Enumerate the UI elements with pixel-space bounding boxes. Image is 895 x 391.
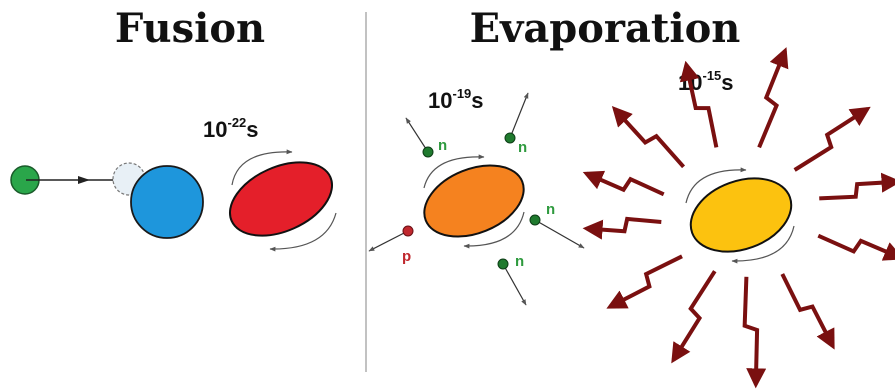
gamma-ray-bolt	[793, 106, 871, 172]
rotation-arrow-bottom	[269, 212, 337, 252]
svg-text:n: n	[515, 253, 524, 270]
trajectory-arrowhead	[78, 176, 90, 184]
emitted-proton: p	[368, 225, 414, 265]
rotation-arrow-bottom-3	[731, 225, 795, 264]
svg-text:p: p	[402, 248, 411, 265]
compound-nucleus-hot	[228, 161, 334, 237]
gamma-ray-bolt	[671, 270, 717, 364]
rotation-arrow-top-2	[423, 154, 485, 189]
gamma-ray-bolt	[817, 233, 895, 261]
gamma-ray-bolt	[819, 172, 895, 201]
rotation-arrow-top-3	[685, 167, 747, 204]
fusion-time-label: 10-22s	[203, 115, 259, 142]
gamma-ray-bolt	[742, 276, 767, 389]
gamma-ray-bolt	[582, 216, 662, 240]
gamma-ray-bolt	[757, 47, 789, 149]
rotation-arrow-bottom-2	[463, 211, 525, 249]
evaporation-title: Evaporation	[470, 5, 741, 52]
emitted-neutron: n	[497, 253, 527, 306]
svg-text:n: n	[438, 137, 447, 154]
rotation-arrow-top	[231, 149, 293, 186]
fusion-title: Fusion	[115, 5, 265, 52]
compound-nucleus-cooling	[423, 164, 525, 238]
emitted-neutron: n	[529, 201, 585, 249]
evaporation-time-label-1: 10-19s	[428, 86, 484, 113]
gamma-ray-bolt	[611, 105, 686, 169]
svg-text:n: n	[518, 139, 527, 156]
gamma-ray-group	[582, 47, 895, 389]
svg-text:n: n	[546, 201, 555, 218]
gamma-ray-bolt	[679, 60, 719, 148]
emitted-neutron: n	[405, 117, 447, 158]
gamma-ray-bolt	[582, 170, 665, 197]
evaporation-residue	[689, 177, 793, 253]
emitted-neutron: n	[504, 92, 529, 156]
target-nucleus	[130, 165, 204, 239]
gamma-ray-bolt	[606, 254, 683, 309]
gamma-ray-bolt	[780, 273, 835, 350]
